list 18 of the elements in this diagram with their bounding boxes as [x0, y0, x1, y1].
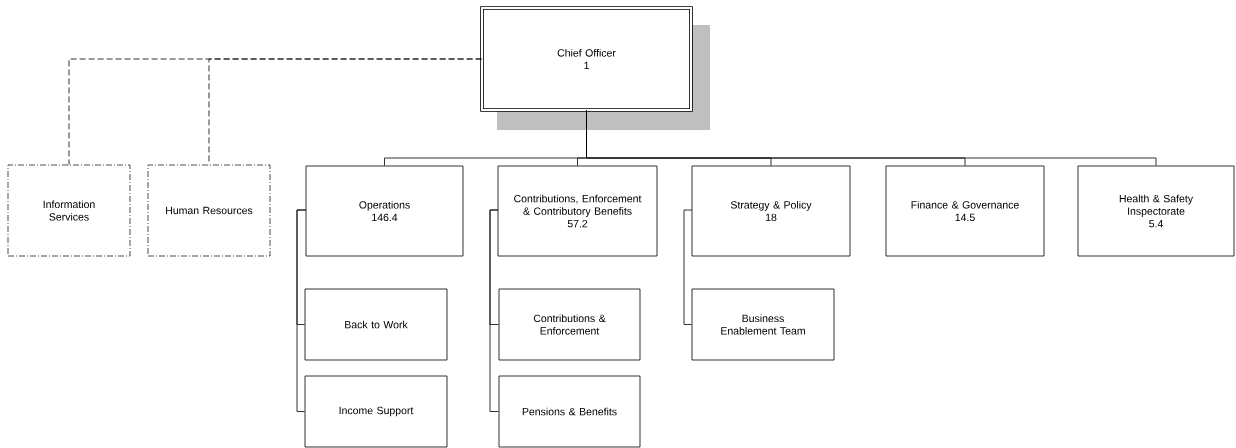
connector-line	[489, 209, 499, 412]
team-box: Business Enablement Team	[691, 288, 835, 361]
team-box: Contributions & Enforcement	[498, 288, 641, 361]
unit-box: Information Services	[7, 164, 131, 257]
division-box: Operations 146.4	[305, 165, 464, 257]
team-box: Pensions & Benefits	[498, 375, 641, 448]
division-box: Strategy & Policy 18	[691, 165, 851, 257]
connector-line	[208, 58, 482, 166]
team-box: Income Support	[304, 375, 448, 448]
connector-line	[683, 209, 693, 325]
connector-line	[296, 209, 307, 412]
team-box: Back to Work	[304, 288, 448, 361]
unit-box: Human Resources	[147, 164, 271, 257]
division-box: Health & Safety Inspectorate 5.4	[1077, 165, 1235, 257]
division-box: Finance & Governance 14.5	[885, 165, 1045, 257]
connector-line	[586, 110, 1157, 166]
officer-box: Chief Officer 1	[480, 6, 710, 130]
division-box: Contributions, Enforcement & Contributory Benefits 57.2	[497, 165, 658, 257]
